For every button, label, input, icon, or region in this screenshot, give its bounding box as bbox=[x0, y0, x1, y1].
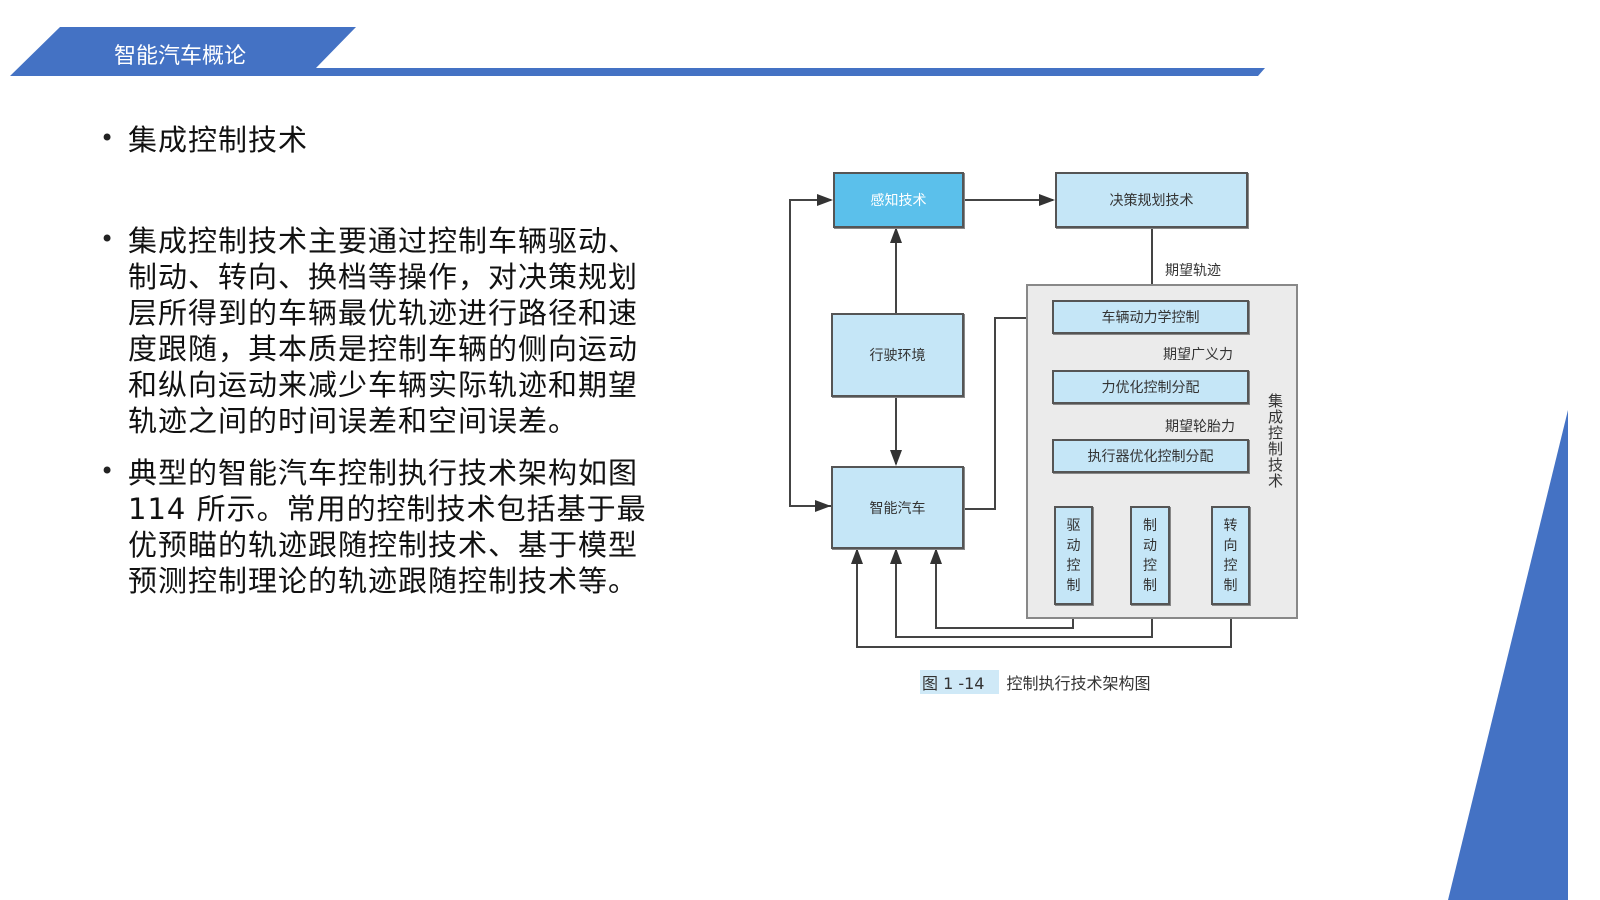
slide-title: 智能汽车概论 bbox=[114, 44, 247, 69]
bullet-dot: • bbox=[100, 457, 115, 485]
text-line: 和纵向运动来减少车辆实际轨迹和期望 bbox=[128, 368, 639, 402]
perception-box: 感知技术 bbox=[833, 172, 964, 228]
drive-control-box: 驱动控制 bbox=[1054, 506, 1093, 605]
text-line: 度跟随，其本质是控制车辆的侧向运动 bbox=[128, 332, 639, 366]
label-integrated-control: 集成控制技术 bbox=[1266, 393, 1284, 489]
force-allocation-box: 力优化控制分配 bbox=[1052, 370, 1249, 404]
text-line: 典型的智能汽车控制执行技术架构如图 bbox=[128, 456, 639, 490]
figure-caption: 图 1 -14 控制执行技术架构图 bbox=[920, 670, 1151, 694]
text-line: 轨迹之间的时间误差和空间误差。 bbox=[128, 404, 579, 438]
bullet-dot: • bbox=[100, 225, 115, 253]
dynamics-control-box: 车辆动力学控制 bbox=[1052, 300, 1249, 334]
caption-number: 图 1 -14 bbox=[920, 670, 999, 694]
bullet-dot: • bbox=[100, 124, 115, 152]
actuator-allocation-box: 执行器优化控制分配 bbox=[1052, 439, 1249, 473]
caption-text: 控制执行技术架构图 bbox=[1006, 674, 1151, 693]
text-line: 优预瞄的轨迹跟随控制技术、基于模型 bbox=[128, 528, 639, 562]
bullet-heading: 集成控制技术 bbox=[128, 122, 308, 158]
decision-box: 决策规划技术 bbox=[1055, 172, 1248, 228]
text-line: 预测控制理论的轨迹跟随控制技术等。 bbox=[128, 564, 639, 598]
text-line: 制动、转向、换档等操作，对决策规划 bbox=[128, 260, 639, 294]
text-line: 集成控制技术 bbox=[128, 123, 309, 157]
bullet-paragraph-2: 典型的智能汽车控制执行技术架构如图 114 所示。常用的控制技术包括基于最 优预… bbox=[128, 455, 647, 599]
label-desired-tire-force: 期望轮胎力 bbox=[1165, 419, 1235, 435]
text-line: 114 所示。常用的控制技术包括基于最 bbox=[128, 492, 647, 526]
brake-control-box: 制动控制 bbox=[1130, 506, 1170, 605]
corner-triangle bbox=[1448, 410, 1568, 900]
label-desired-generalized-force: 期望广义力 bbox=[1163, 347, 1233, 363]
text-line: 层所得到的车辆最优轨迹进行路径和速 bbox=[128, 296, 639, 330]
label-desired-trajectory: 期望轨迹 bbox=[1165, 263, 1221, 279]
vehicle-box: 智能汽车 bbox=[831, 466, 964, 549]
steer-control-box: 转向控制 bbox=[1211, 506, 1250, 605]
text-line: 集成控制技术主要通过控制车辆驱动、 bbox=[128, 224, 639, 258]
header-banner bbox=[10, 27, 1265, 76]
environment-box: 行驶环境 bbox=[831, 313, 964, 397]
bullet-paragraph-1: 集成控制技术主要通过控制车辆驱动、 制动、转向、换档等操作，对决策规划 层所得到… bbox=[128, 223, 638, 439]
